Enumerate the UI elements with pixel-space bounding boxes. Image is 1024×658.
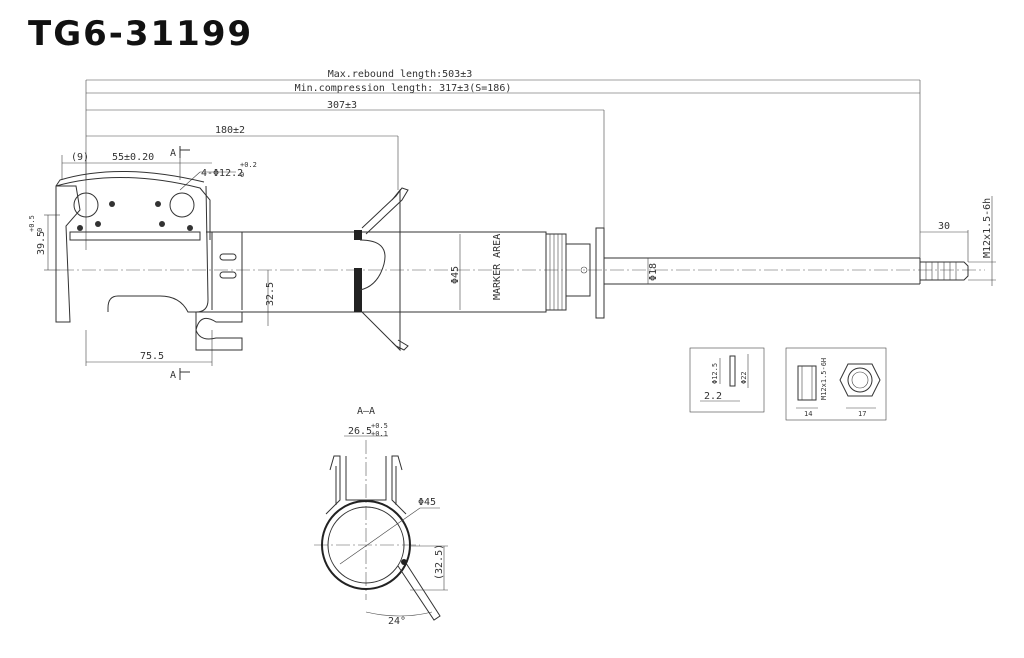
bracket-dimensions: (9) 55±0.20 4-Φ12.2 +0.2 0 39.5 +0.5 0 3… xyxy=(28,152,276,366)
length-75-label: 75.5 xyxy=(140,351,164,362)
height-39-tol-label: +0.5 xyxy=(28,215,36,232)
section-marks: A A xyxy=(170,146,190,381)
piston-rod: Φ18 30 M12x1.5-6h xyxy=(604,196,996,286)
thread-size-label: M12x1.5-6h xyxy=(982,198,993,258)
section-mark-top: A xyxy=(170,148,176,159)
height-39-tol2-label: 0 xyxy=(36,228,44,232)
marker-area-label: MARKER AREA xyxy=(492,234,503,300)
nut-view: M12x1.5-6H 14 17 xyxy=(785,347,887,421)
part-number-title: TG6-31199 xyxy=(28,14,254,54)
nut-size-label: 17 xyxy=(858,410,866,418)
length-55-label: 55±0.20 xyxy=(112,152,154,163)
section-diameter-label: Φ45 xyxy=(418,497,436,508)
nut-thread-label: M12x1.5-6H xyxy=(820,358,828,400)
washer-view: Φ12.5 Φ22 2.2 xyxy=(689,347,765,413)
section-a-a-view: A–A 26.5 +0.5 +0.1 Φ45 (32.5) 24° xyxy=(314,406,448,627)
height-39-label: 39.5 xyxy=(36,231,47,255)
section-height-label: (32.5) xyxy=(434,544,445,580)
rod-diameter-label: Φ18 xyxy=(648,263,659,281)
length-9-label: (9) xyxy=(71,152,89,163)
diameter-45-label: Φ45 xyxy=(450,266,461,284)
min-compression-label: Min.compression length: 317±3(S=186) xyxy=(295,83,512,94)
length-307-label: 307±3 xyxy=(327,100,357,111)
holes-tol2-label: 0 xyxy=(240,171,244,179)
section-width-label: 26.5 xyxy=(348,426,372,437)
strut-body: Φ45 MARKER AREA xyxy=(206,187,605,352)
washer-inner-label: Φ12.5 xyxy=(711,363,719,384)
washer-thickness-label: 2.2 xyxy=(704,391,722,402)
nut-height-label: 14 xyxy=(804,410,812,418)
knuckle-bracket xyxy=(55,170,243,351)
overall-dimensions: Max.rebound length:503±3 Min.compression… xyxy=(85,69,921,260)
section-width-tol-label: +0.5 xyxy=(371,422,388,430)
max-rebound-label: Max.rebound length:503±3 xyxy=(328,69,473,80)
holes-tol-label: +0.2 xyxy=(240,161,257,169)
section-angle-label: 24° xyxy=(388,616,406,627)
thread-length-label: 30 xyxy=(938,221,950,232)
length-180-label: 180±2 xyxy=(215,125,245,136)
holes-label: 4-Φ12.2 xyxy=(201,168,243,179)
section-width-tol2-label: +0.1 xyxy=(371,430,388,438)
section-mark-bottom: A xyxy=(170,370,176,381)
washer-outer-label: Φ22 xyxy=(740,371,748,384)
height-32-label: 32.5 xyxy=(265,282,276,306)
section-title: A–A xyxy=(357,406,375,417)
knurl-section xyxy=(549,234,563,310)
